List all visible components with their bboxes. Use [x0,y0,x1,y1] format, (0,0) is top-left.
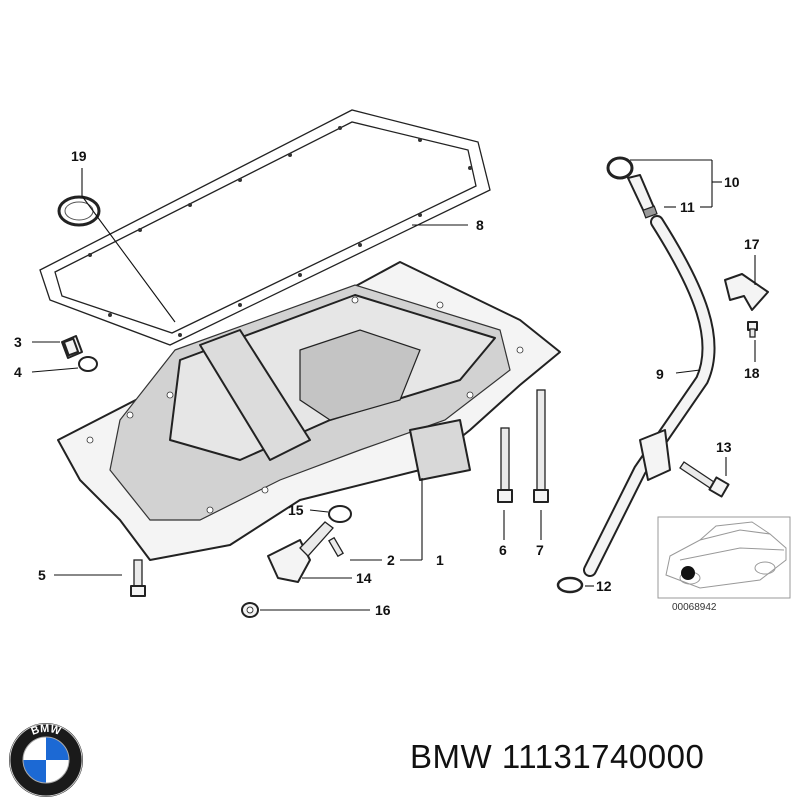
callout-11: 11 [680,199,695,215]
callout-2: 2 [387,552,395,568]
seal-16 [241,602,259,618]
dipstick-guide-tube [583,215,716,577]
o-ring-15 [328,505,352,523]
bolt-13 [679,461,730,498]
callout-14: 14 [356,570,372,586]
bracket-17 [724,273,769,311]
car-outline-icon [665,521,787,589]
callout-15: 15 [288,502,304,518]
drain-plug-seal [78,356,98,372]
callout-19: 19 [71,148,87,164]
oil-pan [57,261,561,561]
callout-10: 10 [724,174,740,190]
callout-18: 18 [744,365,760,381]
oil-pickup [267,521,334,583]
location-marker-icon [681,566,695,580]
bolt-18 [747,321,758,338]
bolt-6 [497,427,513,503]
callout-8: 8 [476,217,484,233]
callout-7: 7 [536,542,544,558]
callout-3: 3 [14,334,22,350]
bmw-logo-icon: BMW [9,723,83,797]
callout-1: 1 [436,552,444,568]
callout-13: 13 [716,439,732,455]
callout-4: 4 [14,364,22,380]
sealing-ring-12 [556,576,584,594]
drain-plug [61,335,83,359]
callout-6: 6 [499,542,507,558]
callout-5: 5 [38,567,46,583]
inset-diagram-code: 00068942 [672,602,717,613]
sleeve-2 [328,536,344,558]
leader-lines [31,159,756,611]
callout-16: 16 [375,602,391,618]
bmw-logo-letters: BMW [30,723,63,738]
dipstick [606,156,658,219]
part-number-caption: BMW 11131740000 [410,738,705,775]
callout-12: 12 [596,578,612,594]
oil-pan-gasket [39,109,491,346]
callout-labels: 1 2 3 4 5 6 7 8 9 10 11 12 13 14 15 16 1… [14,148,760,618]
bolt-7 [533,389,549,503]
callout-9: 9 [656,366,664,382]
callout-17: 17 [744,236,760,252]
bolt-5 [130,559,146,597]
location-inset: 00068942 [657,516,791,613]
